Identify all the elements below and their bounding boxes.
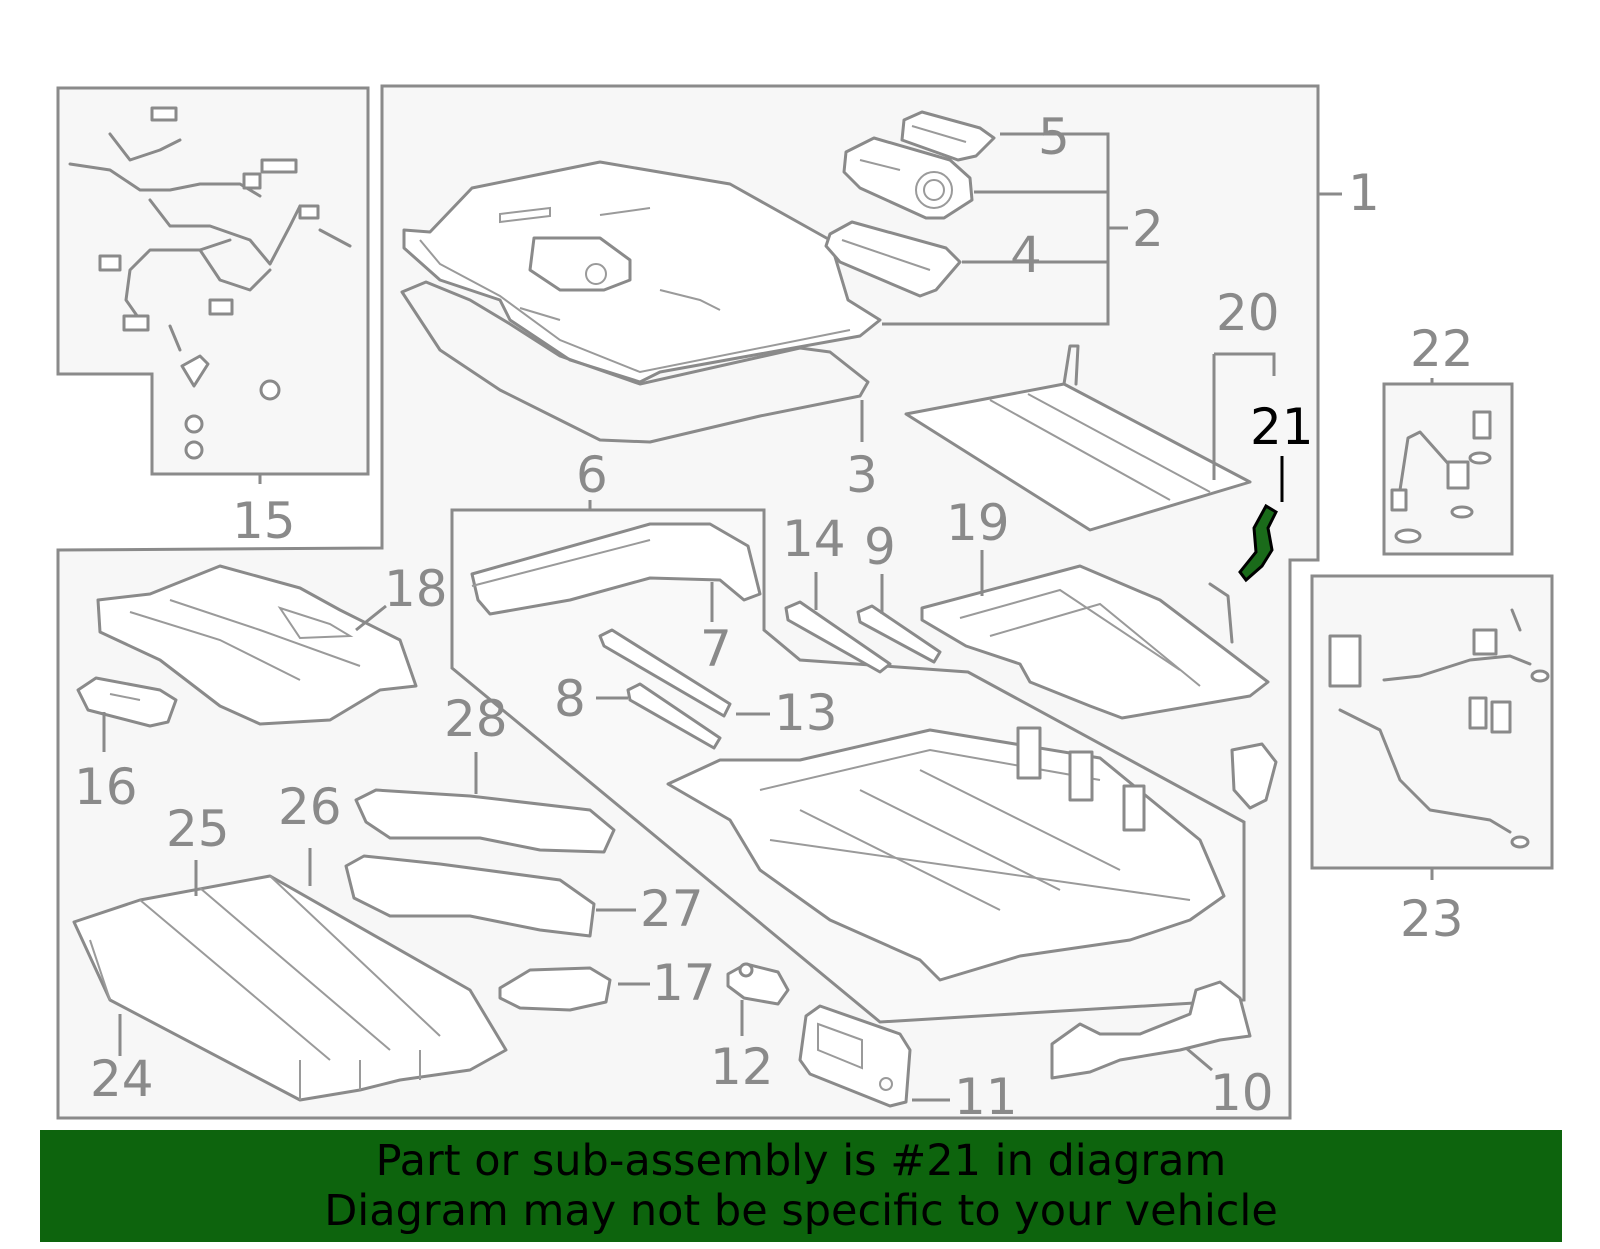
module-cover-28 <box>354 788 616 854</box>
frame-part-23 <box>1310 574 1554 870</box>
leader-lines <box>102 132 1434 1102</box>
callout-6: 6 <box>576 446 608 504</box>
callout-22: 22 <box>1410 320 1474 378</box>
battery-tray-plate-18 <box>96 564 418 726</box>
callout-12: 12 <box>710 1038 774 1096</box>
callout-7: 7 <box>700 620 732 678</box>
battery-cell-stack <box>72 874 508 1102</box>
callout-10: 10 <box>1210 1064 1274 1122</box>
battery-tray-bracket <box>904 344 1252 532</box>
callout-9: 9 <box>864 518 896 576</box>
bracket-14 <box>784 600 892 674</box>
service-plug-housing <box>842 136 974 220</box>
callout-2: 2 <box>1132 200 1164 258</box>
callout-labels: 1 2 3 4 5 6 7 8 9 10 11 12 13 14 15 16 1… <box>74 108 1474 1126</box>
callout-8: 8 <box>554 670 586 728</box>
callout-17: 17 <box>652 954 716 1012</box>
callout-25: 25 <box>166 800 230 858</box>
callout-16: 16 <box>74 758 138 816</box>
callout-15: 15 <box>232 492 296 550</box>
callout-26: 26 <box>278 778 342 836</box>
bracket-9 <box>856 604 942 664</box>
callout-20: 20 <box>1216 284 1280 342</box>
callout-4: 4 <box>1010 226 1042 284</box>
highlighted-part-21-cable <box>1238 503 1278 583</box>
module-cover-27 <box>344 854 596 938</box>
side-bracket-10 <box>1050 980 1252 1080</box>
wire-harness <box>68 106 352 460</box>
callout-28: 28 <box>444 690 508 748</box>
info-banner: Part or sub-assembly is #21 in diagram D… <box>40 1130 1562 1242</box>
cover-gasket <box>400 280 870 444</box>
callout-11: 11 <box>954 1068 1018 1126</box>
callout-3: 3 <box>846 446 878 504</box>
bus-bar-13 <box>598 628 732 718</box>
callout-18: 18 <box>384 560 448 618</box>
callout-24: 24 <box>90 1050 154 1108</box>
cooling-hose-23 <box>1328 608 1550 849</box>
battery-module-16 <box>76 676 178 728</box>
fitting-12 <box>726 962 790 1006</box>
frame-wire-harness <box>56 86 370 476</box>
junction-block-11 <box>798 1004 912 1108</box>
connector-plate <box>1230 742 1278 810</box>
banner-line-1: Part or sub-assembly is #21 in diagram <box>375 1136 1227 1186</box>
callout-23: 23 <box>1400 890 1464 948</box>
battery-housing-tray <box>666 726 1226 982</box>
battery-upper-cover <box>402 160 882 384</box>
callout-14: 14 <box>782 510 846 568</box>
control-unit-17 <box>498 966 612 1012</box>
battery-base-plate-19 <box>920 564 1270 720</box>
sensor-harness-22 <box>1390 410 1492 544</box>
banner-line-2: Diagram may not be specific to your vehi… <box>324 1186 1278 1236</box>
bus-bar-8 <box>626 682 722 750</box>
callout-13: 13 <box>774 684 838 742</box>
callout-5: 5 <box>1038 108 1070 166</box>
callout-1: 1 <box>1348 164 1380 222</box>
callout-21: 21 <box>1250 398 1314 456</box>
callout-19: 19 <box>946 494 1010 552</box>
callout-27: 27 <box>640 880 704 938</box>
air-duct-7 <box>470 522 762 616</box>
access-cover-panel <box>824 220 962 298</box>
